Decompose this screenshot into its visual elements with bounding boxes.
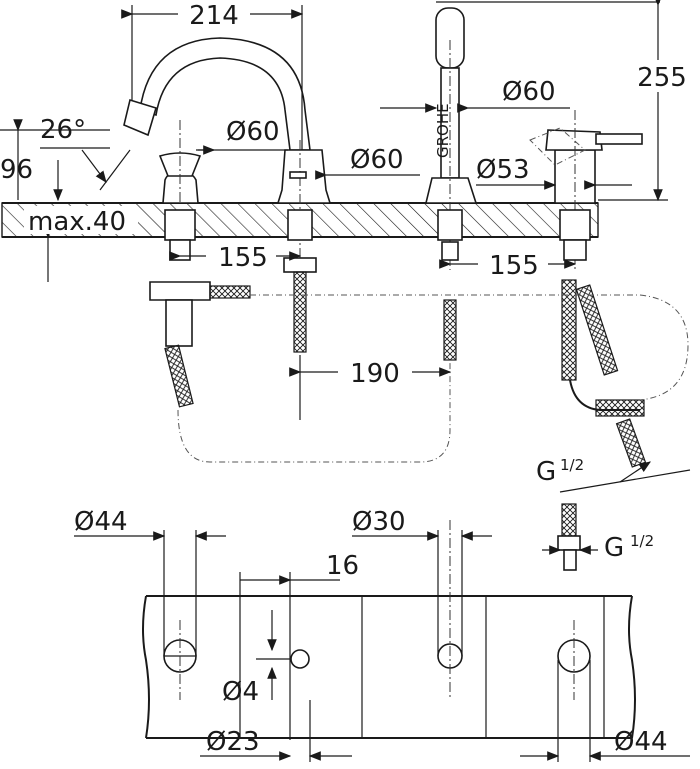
dim-text-dia60-b: Ø60 bbox=[350, 145, 404, 175]
dim-text-g-side-frac: 1/2 bbox=[630, 532, 654, 550]
dim-text-16: 16 bbox=[326, 551, 359, 581]
svg-text:GROHE: GROHE bbox=[434, 103, 452, 158]
dim-dia60-b: Ø60 bbox=[315, 145, 420, 180]
dim-214: 214 bbox=[121, 0, 304, 150]
dim-255: 255 bbox=[598, 0, 700, 202]
dim-155-right: 155 bbox=[439, 250, 577, 281]
dim-max40: max.40 bbox=[24, 206, 138, 282]
dim-text-155-left: 155 bbox=[218, 243, 268, 273]
under-deck-parts bbox=[149, 209, 647, 468]
hole-pin bbox=[290, 649, 310, 669]
spout-assembly bbox=[123, 5, 311, 204]
dim-text-190: 190 bbox=[350, 359, 400, 389]
dim-text-dia60-c: Ø60 bbox=[502, 77, 556, 107]
dim-text-dia60-a: Ø60 bbox=[226, 117, 280, 147]
handle-assembly bbox=[276, 140, 332, 260]
dim-dia23: Ø23 bbox=[200, 700, 352, 762]
dim-96: 96 bbox=[0, 119, 110, 202]
dim-text-g-side: G bbox=[604, 533, 624, 563]
dim-dia30: Ø30 bbox=[352, 507, 492, 656]
mixer-lever bbox=[529, 110, 643, 270]
hose-loop-left bbox=[177, 360, 451, 463]
dim-dia44-right: Ø44 bbox=[520, 660, 690, 762]
dim-text-214: 214 bbox=[189, 1, 239, 31]
dim-text-g-top: G bbox=[536, 457, 556, 487]
drilling-template bbox=[142, 520, 636, 739]
dim-dia53: Ø53 bbox=[476, 155, 632, 190]
dim-text-96: 96 bbox=[0, 155, 33, 185]
dim-text-dia23: Ø23 bbox=[206, 727, 260, 757]
dim-dia60-c: Ø60 bbox=[380, 77, 570, 113]
hose-fitting: G 1/2 bbox=[542, 503, 654, 571]
dim-dia60-a: Ø60 bbox=[196, 117, 288, 155]
dim-155-left: 155 bbox=[169, 242, 302, 273]
dim-text-155-right: 155 bbox=[489, 251, 539, 281]
dim-190: 190 bbox=[289, 355, 452, 420]
hand-shower: GROHE bbox=[424, 1, 660, 270]
dim-dia44-left: Ø44 bbox=[74, 507, 226, 656]
dim-text-g-top-frac: 1/2 bbox=[560, 456, 584, 474]
dim-dia4: Ø4 bbox=[222, 610, 290, 707]
dim-text-dia44-left: Ø44 bbox=[74, 507, 128, 537]
dim-g-half-top: G 1/2 bbox=[536, 456, 691, 493]
dim-angle: 26° bbox=[40, 115, 131, 191]
hose-loop-right bbox=[250, 294, 689, 401]
dim-text-dia4: Ø4 bbox=[222, 677, 259, 707]
dim-text-dia44-right: Ø44 bbox=[614, 727, 668, 757]
dim-text-max40: max.40 bbox=[28, 207, 126, 237]
dim-text-255: 255 bbox=[637, 63, 687, 93]
dim-text-dia30: Ø30 bbox=[352, 507, 406, 537]
dim-16: 16 bbox=[239, 551, 359, 740]
dim-text-dia53: Ø53 bbox=[476, 155, 530, 185]
